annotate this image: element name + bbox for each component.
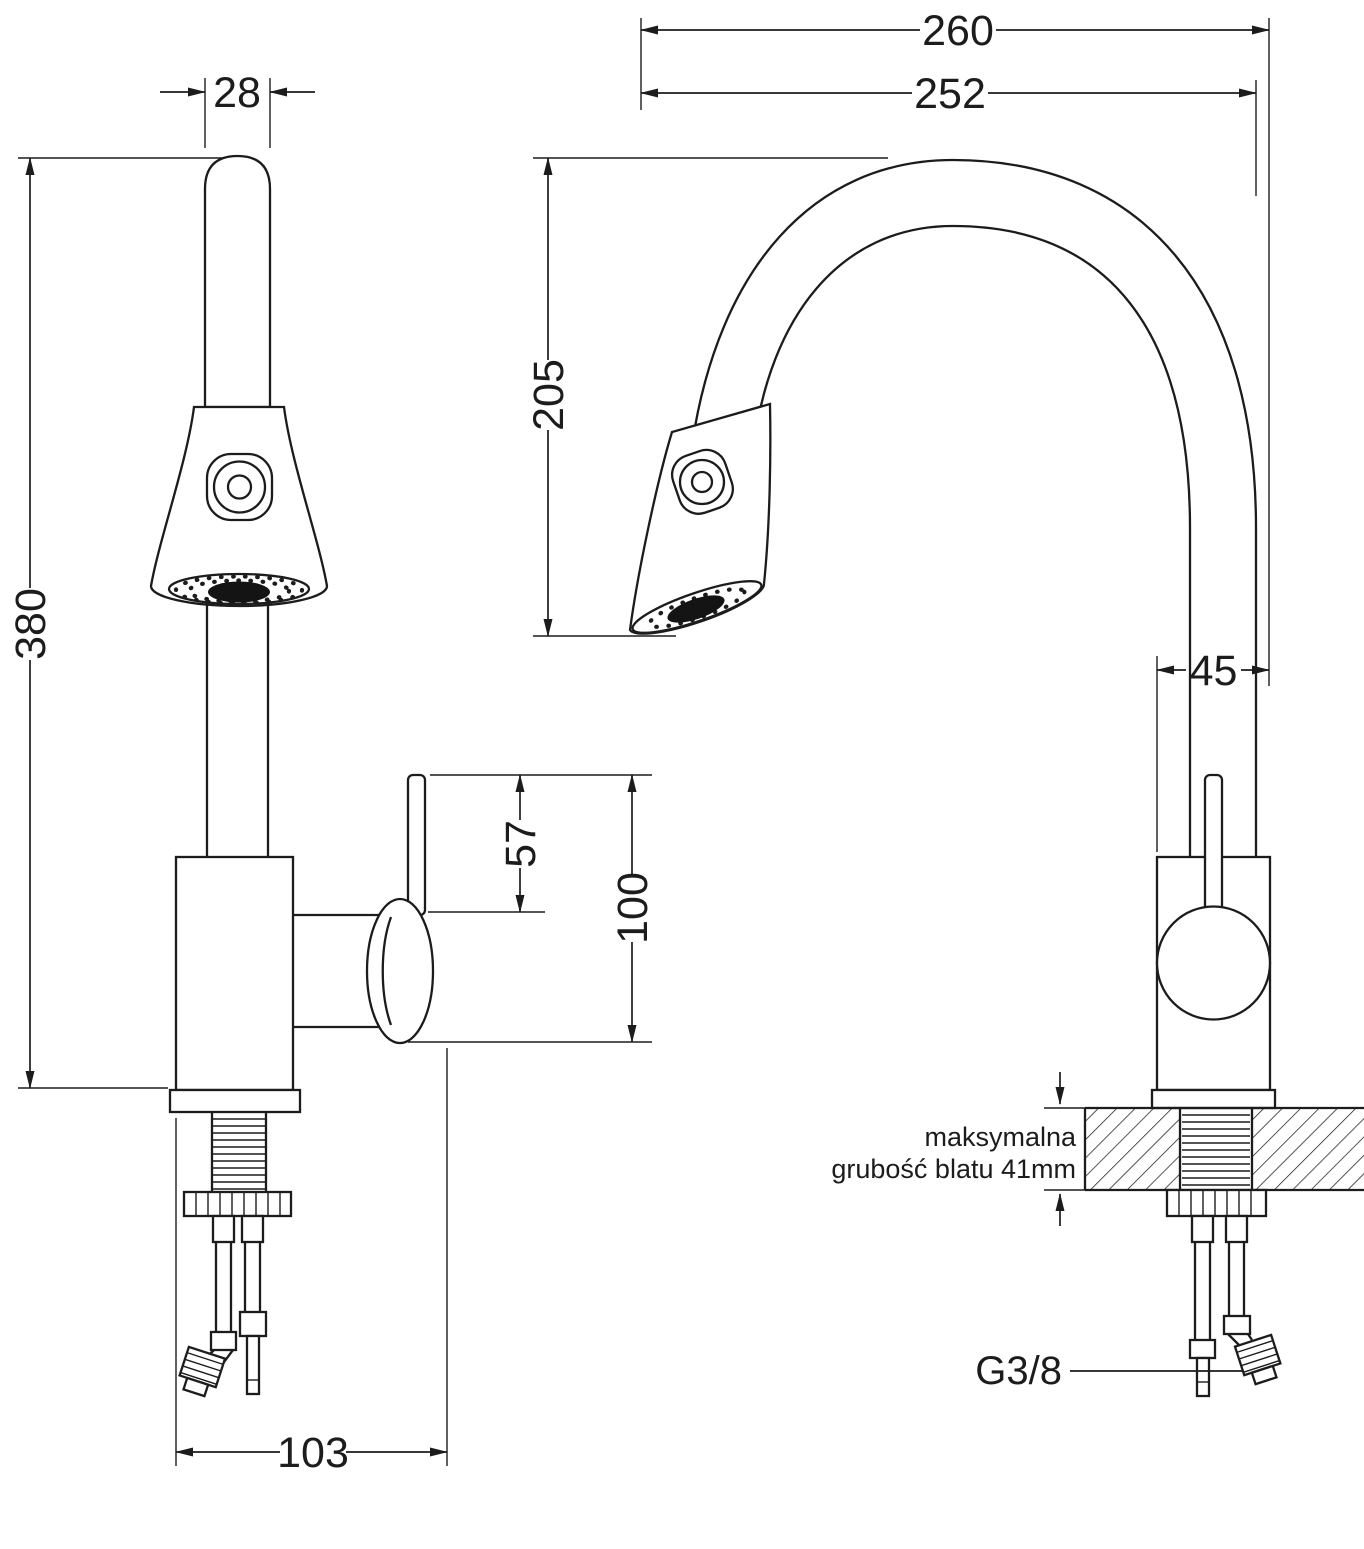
front-threaded-shaft [210, 1112, 268, 1192]
front-handle-connector [293, 913, 379, 1029]
front-handle-joint-line [381, 916, 393, 1026]
front-left-hose-crimp [211, 1214, 236, 1244]
side-handle-joint [1155, 905, 1272, 1021]
side-aerator-face [631, 580, 763, 634]
front-left-hose [214, 1242, 233, 1332]
dimension-lever-height: 57 [428, 774, 652, 913]
side-left-hose-crimp [1190, 1214, 1215, 1244]
side-aerator-center [667, 595, 725, 623]
side-mounting [1150, 1088, 1277, 1110]
dimension-total-height: 380 [7, 157, 225, 1089]
front-spray-head [149, 405, 329, 608]
side-thread-lines [1182, 1114, 1250, 1186]
dim-label-28: 28 [213, 69, 261, 117]
dim-label-205: 205 [525, 359, 573, 431]
front-right-hose-connector [238, 1310, 268, 1338]
front-hex-nut-fitting [178, 1345, 227, 1398]
side-right-hose-crimp [1224, 1214, 1249, 1244]
countertop-hatch-right [1252, 1108, 1364, 1190]
side-left-hose-tail [1195, 1356, 1211, 1398]
side-handle [1155, 773, 1272, 1021]
side-left-hose [1193, 1242, 1212, 1340]
side-view: maksymalna grubość blatu 41mm [525, 7, 1364, 1398]
side-right-hose-bend [1227, 1333, 1253, 1347]
dim-label-45: 45 [1190, 647, 1238, 695]
front-left-hose-collar [209, 1330, 238, 1352]
front-riser-tube [205, 598, 270, 857]
front-spray-button-center [226, 474, 253, 500]
side-threaded-shaft [1178, 1108, 1254, 1190]
dim-label-260: 260 [922, 7, 994, 55]
dimension-spout-height: 205 [525, 157, 888, 637]
front-handle [293, 773, 435, 1045]
side-spray-button-center [690, 470, 714, 494]
side-right-hose [1227, 1242, 1246, 1316]
front-mounting-nut [182, 1190, 293, 1218]
thread-size-callout: G3/8 [975, 1349, 1244, 1393]
front-spout-tube [203, 154, 272, 409]
front-handle-lever [406, 773, 427, 917]
side-aerator-nozzle-ring [647, 587, 747, 629]
side-right-hose-collar [1222, 1314, 1252, 1336]
side-spout-gooseneck [690, 158, 1258, 857]
front-right-hose-tail [245, 1334, 261, 1396]
front-view: 28 380 57 100 103 [7, 69, 657, 1477]
dimension-overall-reach: 260 [640, 7, 1270, 686]
side-hex-nut-fitting [1233, 1333, 1282, 1386]
dim-label-380: 380 [7, 588, 55, 660]
side-spray-button [678, 458, 726, 506]
dim-label-100: 100 [609, 872, 657, 944]
dimension-handle-assembly-height: 100 [408, 774, 657, 1043]
side-spray-head [628, 402, 772, 635]
front-supply-hoses [178, 1214, 268, 1398]
dimension-spout-top-width: 28 [160, 69, 315, 148]
countertop-hatch-left [1085, 1108, 1180, 1190]
dimension-spout-reach: 252 [640, 70, 1257, 196]
front-aerator-face [167, 572, 311, 606]
front-base-flange [168, 1088, 302, 1114]
side-handle-lever [1203, 773, 1224, 917]
front-aerator-center [208, 581, 270, 603]
front-aerator-nozzle-ring-outer [173, 574, 305, 606]
front-handle-joint [365, 897, 435, 1045]
side-base-flange [1150, 1088, 1277, 1110]
dim-label-103: 103 [277, 1429, 349, 1477]
front-mounting [168, 1088, 302, 1218]
front-right-hose [243, 1242, 262, 1312]
side-left-hose-collar [1188, 1338, 1217, 1360]
countertop-section: maksymalna grubość blatu 41mm [831, 1072, 1364, 1226]
countertop-note-line2: grubość blatu 41mm [831, 1154, 1076, 1184]
front-mounting-nut-lines [195, 1192, 281, 1216]
side-supply-hoses [1188, 1214, 1282, 1398]
thread-size-label: G3/8 [975, 1349, 1062, 1393]
dimension-base-depth: 103 [175, 1048, 448, 1477]
front-spray-button [212, 460, 267, 514]
front-thread-lines [212, 1118, 266, 1190]
dim-label-252: 252 [914, 70, 986, 118]
front-aerator-nozzle-ring-inner [186, 578, 292, 604]
dimension-body-width: 45 [1156, 647, 1270, 852]
dim-label-57: 57 [497, 820, 545, 868]
countertop-note-line1: maksymalna [924, 1122, 1077, 1152]
front-right-hose-crimp [240, 1214, 265, 1244]
side-mounting-nut [1165, 1188, 1268, 1218]
front-body [174, 855, 295, 1092]
